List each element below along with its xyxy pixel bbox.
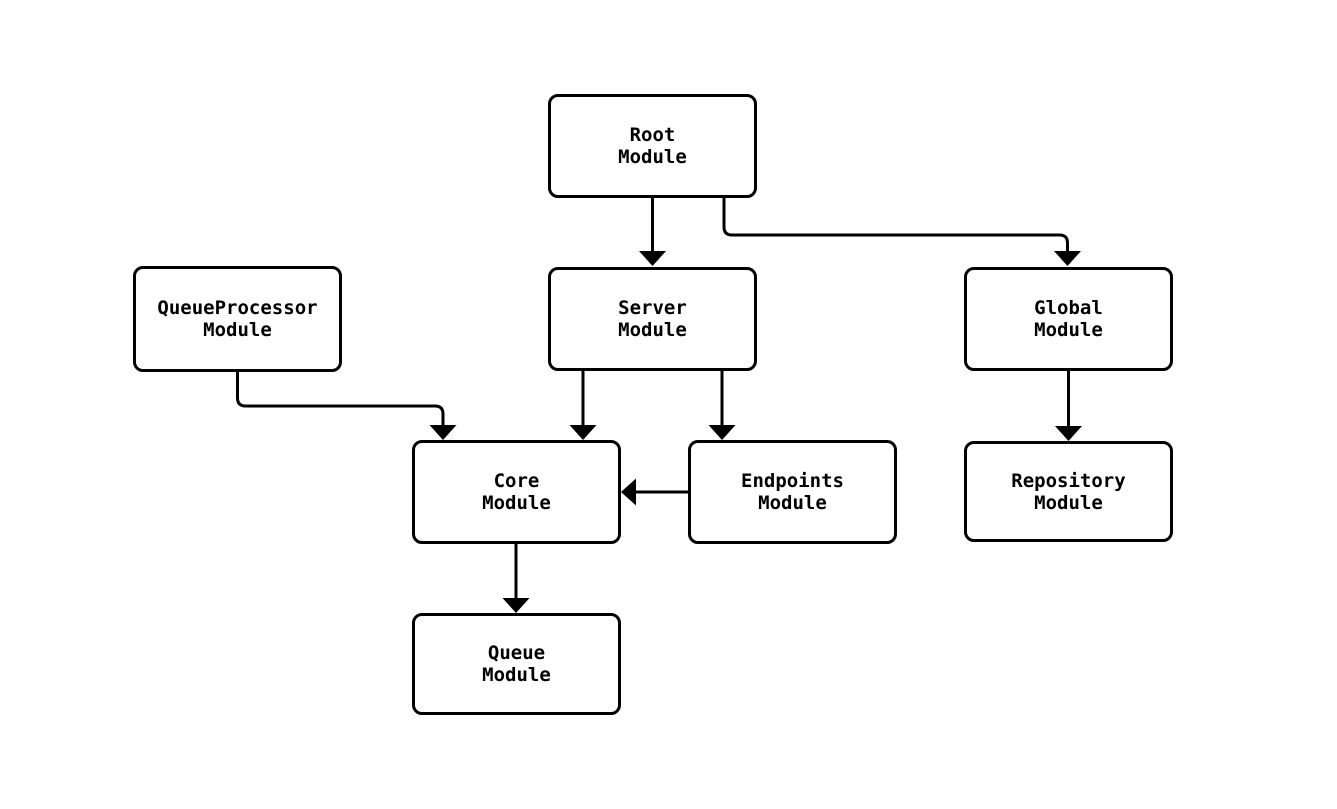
edge-queueprocessor-to-core	[236, 372, 457, 440]
node-repository-module: Repository Module	[964, 441, 1173, 542]
node-server-module: Server Module	[548, 267, 757, 371]
edge-core-to-queue	[502, 544, 530, 613]
node-global-module: Global Module	[964, 267, 1173, 371]
node-label-line: Endpoints	[741, 470, 844, 492]
node-label-line: QueueProcessor	[157, 297, 318, 319]
node-queue-module: Queue Module	[412, 613, 621, 715]
node-label-line: Core	[493, 470, 540, 492]
node-core-module: Core Module	[412, 440, 621, 544]
node-label-line: Server	[618, 297, 687, 319]
node-queueprocessor-module: QueueProcessor Module	[133, 266, 342, 372]
node-label-line: Module	[1034, 319, 1103, 341]
edge-server-to-core	[569, 370, 597, 440]
node-root-module: Root Module	[548, 94, 757, 198]
edge-root-to-global	[722, 198, 1081, 266]
node-label-line: Module	[203, 319, 272, 341]
edge-endpoints-to-core	[621, 478, 688, 506]
node-label-line: Module	[482, 664, 551, 686]
node-endpoints-module: Endpoints Module	[688, 440, 897, 544]
edge-server-to-endpoints	[708, 370, 736, 440]
node-label-line: Module	[1034, 491, 1103, 514]
node-label-line: Repository	[1011, 469, 1126, 492]
node-label-line: Queue	[487, 642, 546, 664]
edge-global-to-repository	[1055, 371, 1082, 441]
node-label-line: Module	[758, 492, 827, 514]
edge-root-to-server	[639, 198, 666, 266]
node-label-line: Global	[1034, 297, 1103, 319]
node-label-line: Module	[618, 319, 687, 341]
node-label-line: Module	[618, 146, 687, 168]
node-label-line: Module	[482, 492, 551, 514]
node-label-line: Root	[629, 124, 676, 146]
